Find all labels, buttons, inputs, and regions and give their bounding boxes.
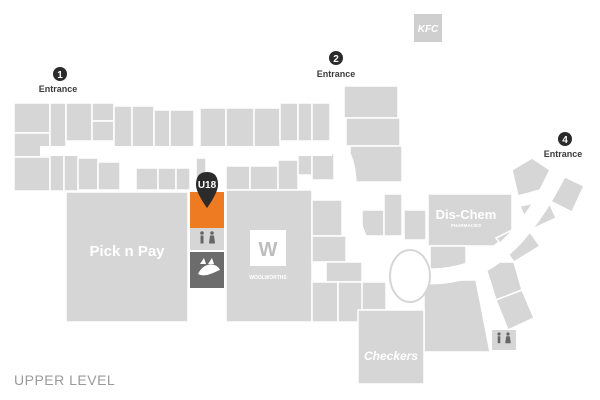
shop-unit[interactable]	[65, 102, 93, 142]
shop-unit[interactable]	[77, 157, 99, 191]
checkers-store[interactable]	[357, 309, 425, 385]
shop-unit[interactable]	[345, 117, 401, 147]
shop-unit[interactable]	[91, 102, 115, 122]
svg-text:1: 1	[57, 70, 63, 81]
shop-unit[interactable]	[495, 289, 535, 332]
shop-unit[interactable]	[175, 167, 191, 191]
shop-unit[interactable]	[13, 102, 51, 134]
shop-unit[interactable]	[225, 107, 255, 149]
shop-unit[interactable]	[91, 120, 115, 142]
shop-unit[interactable]	[361, 281, 387, 311]
shop-unit[interactable]	[297, 102, 313, 142]
woolworths-logo-tile	[250, 230, 286, 266]
shop-unit[interactable]	[249, 165, 279, 191]
shop-unit[interactable]	[383, 193, 403, 237]
shop-unit[interactable]	[277, 159, 299, 191]
shop-unit[interactable]	[157, 167, 177, 191]
checkers-label: Checkers	[364, 349, 418, 363]
shop-unit[interactable]	[199, 107, 227, 149]
level-label: UPPER LEVEL	[14, 372, 115, 388]
shop-unit[interactable]	[311, 102, 331, 142]
shop-unit[interactable]	[225, 165, 251, 191]
shop-unit[interactable]	[49, 154, 65, 192]
shop-unit[interactable]	[311, 281, 339, 323]
shop-unit[interactable]	[349, 145, 403, 183]
shop-unit[interactable]	[13, 156, 51, 192]
shop-unit[interactable]	[325, 261, 363, 283]
store-code: U18	[198, 180, 217, 191]
walkway	[40, 146, 332, 156]
shop-unit[interactable]	[311, 151, 335, 181]
dischem-sublabel: PHARMACIES	[451, 223, 481, 228]
shop-unit[interactable]	[311, 235, 347, 263]
shop-unit[interactable]	[131, 105, 155, 151]
roundabout	[389, 249, 431, 303]
shop-unit[interactable]	[297, 154, 313, 176]
shop-unit[interactable]	[423, 279, 491, 353]
food-court-icon	[190, 252, 224, 288]
picknpay-store[interactable]	[65, 191, 189, 323]
svg-text:Entrance: Entrance	[39, 84, 78, 94]
woolworths-label: WOOLWORTHS	[249, 275, 287, 281]
shop-unit[interactable]	[403, 209, 427, 241]
middle-right-shops	[311, 85, 427, 323]
svg-text:2: 2	[333, 54, 339, 65]
shop-unit[interactable]	[63, 154, 79, 192]
shop-unit[interactable]	[311, 199, 343, 237]
kfc-logo: KFC	[414, 14, 442, 42]
shop-unit[interactable]	[279, 102, 299, 142]
entrance-1-marker[interactable]: 1 Entrance	[39, 67, 78, 94]
mid-row-shops	[49, 151, 335, 192]
picknpay-label: Pick n Pay	[89, 243, 165, 260]
location-pin-icon[interactable]: U18	[196, 172, 218, 208]
shop-unit[interactable]	[253, 107, 281, 149]
shop-unit[interactable]	[361, 209, 385, 237]
left-shop-block	[13, 102, 331, 192]
dischem-label: Dis-Chem	[436, 207, 497, 222]
shop-unit[interactable]	[169, 109, 195, 153]
svg-text:4: 4	[562, 135, 568, 146]
shop-unit[interactable]	[153, 109, 171, 153]
shop-unit[interactable]	[113, 105, 133, 151]
svg-text:KFC: KFC	[418, 24, 439, 35]
entrance-4-marker[interactable]: 4 Entrance	[544, 132, 583, 159]
woolworths-logo: W	[259, 239, 278, 261]
restroom-icon	[190, 228, 224, 250]
shop-unit[interactable]	[343, 85, 399, 119]
shop-unit[interactable]	[511, 157, 551, 197]
shop-unit[interactable]	[135, 167, 159, 191]
restroom-icon	[492, 330, 516, 350]
shop-unit[interactable]	[97, 161, 121, 191]
svg-text:Entrance: Entrance	[317, 69, 356, 79]
svg-text:Entrance: Entrance	[544, 149, 583, 159]
entrance-2-marker[interactable]: 2 Entrance	[317, 51, 356, 79]
shop-unit[interactable]	[49, 102, 67, 150]
